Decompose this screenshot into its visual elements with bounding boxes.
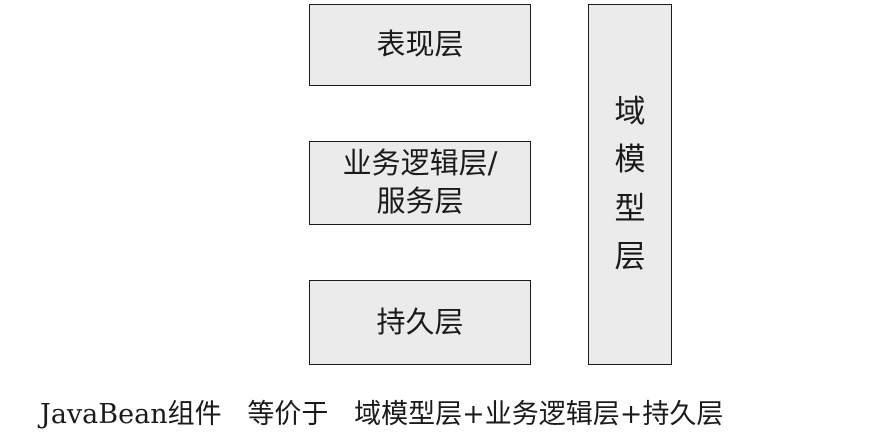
business-layer-box: 业务逻辑层/ 服务层 — [309, 141, 531, 225]
persistence-layer-box: 持久层 — [309, 280, 531, 365]
presentation-layer-box: 表现层 — [309, 4, 531, 86]
domain-model-layer-char: 域 — [614, 94, 646, 131]
domain-model-layer-char: 层 — [614, 238, 646, 275]
caption-relation: 等价于 — [247, 399, 329, 430]
business-layer-label-line2: 服务层 — [376, 184, 464, 218]
domain-model-layer-char: 模 — [614, 142, 646, 179]
domain-model-layer-box: 域 模 型 层 — [588, 4, 672, 365]
business-layer-label-line1: 业务逻辑层/ — [342, 146, 498, 181]
persistence-layer-label: 持久层 — [376, 304, 464, 339]
presentation-layer-label: 表现层 — [376, 27, 464, 62]
business-layer-label: 业务逻辑层/ 服务层 — [343, 145, 498, 220]
caption-formula: 域模型层+业务逻辑层+持久层 — [354, 399, 724, 430]
caption-subject: JavaBean组件 — [40, 399, 222, 430]
domain-model-layer-char: 型 — [614, 190, 646, 227]
caption: JavaBean组件 等价于 域模型层+业务逻辑层+持久层 — [40, 392, 723, 431]
